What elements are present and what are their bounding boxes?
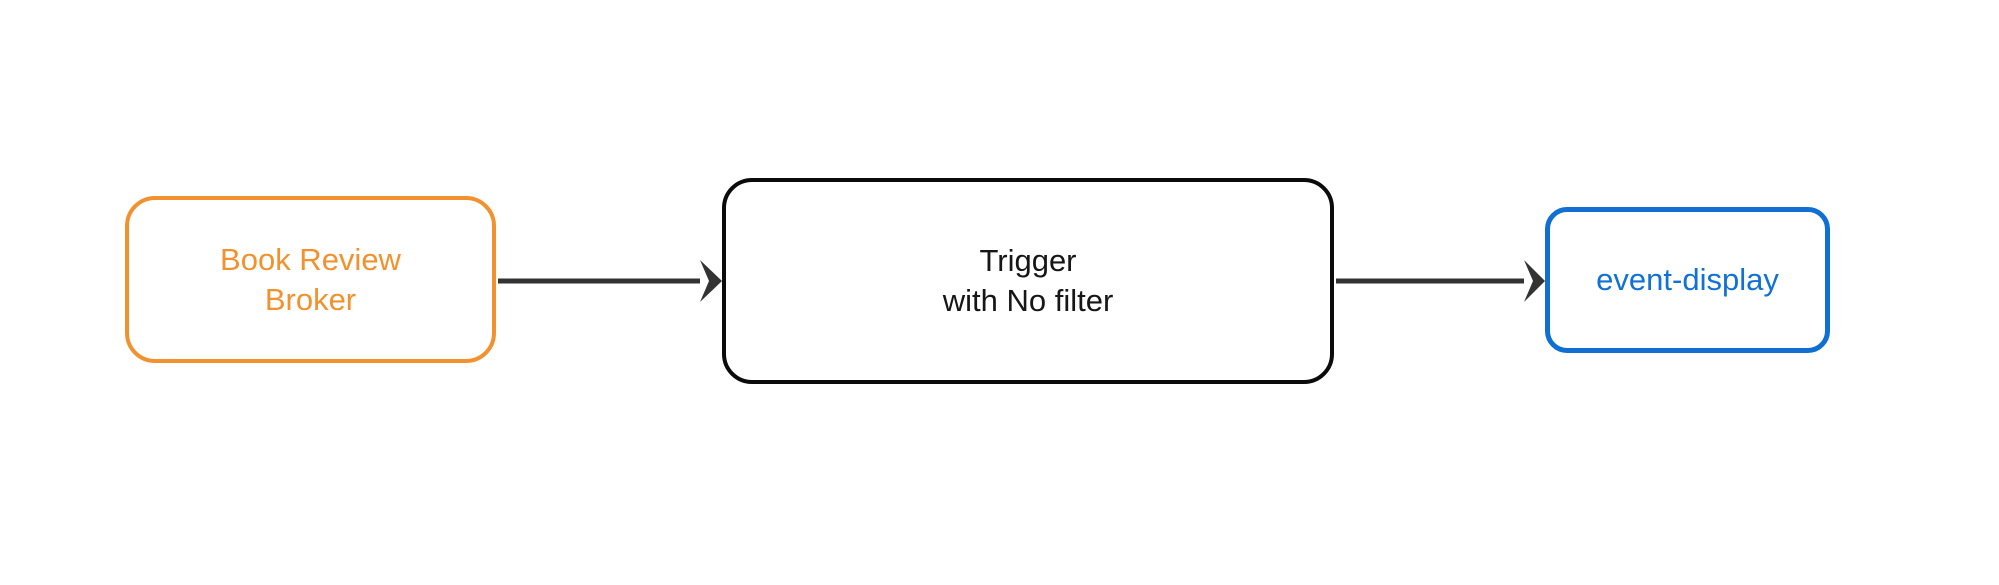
node-broker-label: Book Review Broker — [220, 241, 401, 317]
edge-trigger-to-sink — [1336, 260, 1545, 302]
node-event-display[interactable]: event-display — [1545, 207, 1830, 353]
node-trigger-with-no-filter[interactable]: Trigger with No filter — [722, 178, 1334, 384]
edge-broker-to-trigger — [498, 260, 722, 302]
node-trigger-label: Trigger with No filter — [942, 243, 1114, 318]
node-book-review-broker[interactable]: Book Review Broker — [125, 196, 496, 363]
node-sink-label: event-display — [1596, 262, 1779, 298]
